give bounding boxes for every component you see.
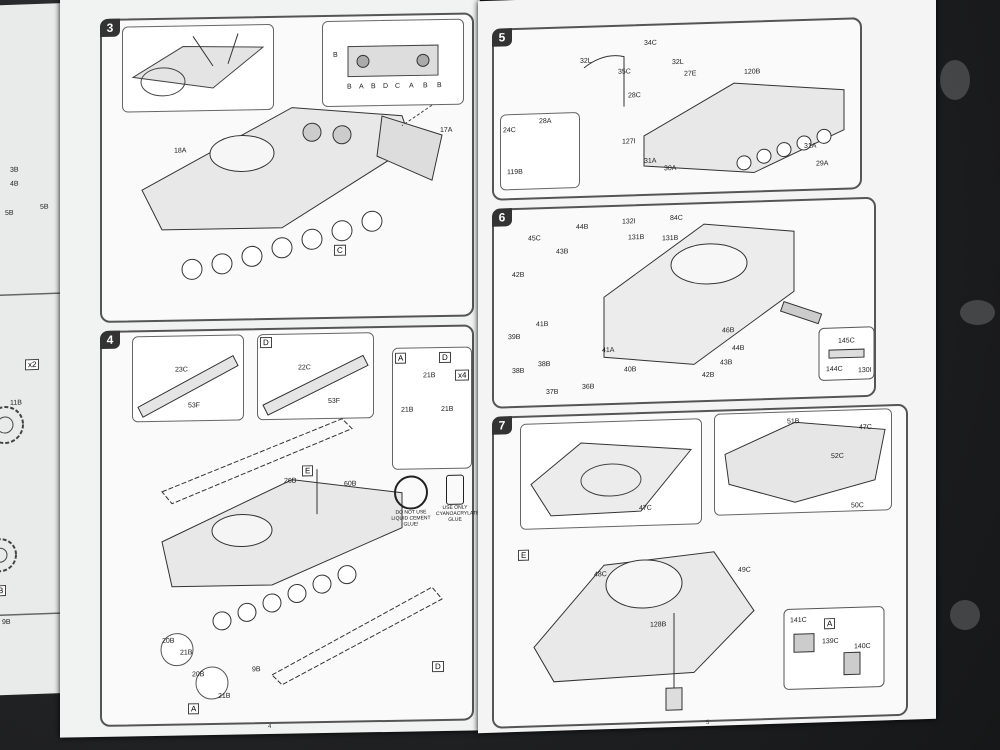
page-number: 4 bbox=[268, 723, 272, 731]
step-7-panel: 7 47C 51B 47C 52C 50C E bbox=[492, 403, 908, 729]
part-label: 145C bbox=[838, 337, 855, 345]
part-label: 26B bbox=[284, 477, 297, 485]
callout-tag: A bbox=[824, 617, 836, 630]
instruction-booklet: 3B 4B 5B 5B x2 11B B 9B 3 bbox=[0, 0, 936, 738]
step-6-panel: 6 45C 44B 43B 42B 132I 131B 131B 84C 39B… bbox=[492, 196, 876, 409]
part-label: 20B bbox=[162, 637, 175, 645]
callout-tag: E bbox=[302, 465, 314, 477]
side-skirt-drawing bbox=[262, 354, 369, 416]
part-label: 40B bbox=[624, 366, 637, 374]
rear-plate-callout: B B A B D C A B B bbox=[322, 18, 464, 108]
part-label: 131B bbox=[628, 233, 645, 242]
part-label: 34C bbox=[644, 39, 657, 47]
lower-turret-drawing bbox=[530, 442, 692, 517]
part-label: 41B bbox=[536, 320, 549, 329]
part-label: 32L bbox=[580, 57, 592, 65]
callout-tag: A bbox=[188, 703, 200, 715]
upper-hull-drawing bbox=[603, 223, 874, 381]
hull-detail-callout bbox=[122, 23, 274, 113]
part-label: 44B bbox=[732, 344, 745, 353]
part-label: 21B bbox=[218, 692, 231, 700]
instruction-page-left: 3 B B A B D C bbox=[60, 0, 480, 738]
part-label: 140C bbox=[854, 642, 871, 651]
part-label: 9B bbox=[252, 666, 261, 674]
instruction-page-right: 5 24C 28A 119B 32L 34C 35C 32L 27E 28C 1… bbox=[478, 0, 936, 734]
part-label: 41A bbox=[602, 346, 615, 355]
step-3-panel: 3 B B A B D C bbox=[100, 12, 474, 323]
part-label: 17A bbox=[440, 126, 453, 135]
part-label: 44B bbox=[576, 223, 589, 232]
part-label: 45C bbox=[528, 235, 541, 243]
step-5-panel: 5 24C 28A 119B 32L 34C 35C 32L 27E 28C 1… bbox=[492, 17, 862, 201]
hull-detail-drawing bbox=[131, 33, 265, 97]
part-label: 31A bbox=[804, 142, 817, 150]
page-number: 5 bbox=[706, 719, 710, 727]
part-label: 144C bbox=[826, 365, 843, 374]
turret-shell-callout: 51B 47C 52C 50C bbox=[714, 408, 892, 516]
part-label: 60B bbox=[344, 480, 357, 488]
part-label: 84C bbox=[670, 214, 683, 223]
part-label: 36B bbox=[582, 383, 595, 391]
no-liquid-cement-warning: DO NOT USE LIQUID CEMENT GLUE! bbox=[390, 475, 432, 528]
part-label: 21B bbox=[180, 649, 193, 657]
rear-hull-drawing bbox=[583, 55, 845, 174]
part-label: 46B bbox=[722, 327, 735, 335]
granite-speck bbox=[960, 300, 995, 325]
cyanoacrylate-glue-note: USE ONLY CYANOACRYLATE GLUE bbox=[436, 474, 479, 523]
granite-speck bbox=[940, 60, 970, 100]
part-label: 39B bbox=[508, 333, 521, 342]
part-label: 131B bbox=[662, 234, 679, 243]
part-label: 18A bbox=[174, 147, 187, 155]
part-label: 130I bbox=[858, 366, 872, 375]
callout-tag: D bbox=[432, 660, 444, 673]
warning-text: USE ONLY CYANOACRYLATE GLUE bbox=[436, 504, 480, 523]
part-label: 120B bbox=[744, 68, 761, 76]
part-label: 27E bbox=[684, 70, 697, 78]
lower-turret-callout: 47C bbox=[520, 418, 702, 530]
warning-text: DO NOT USE LIQUID CEMENT GLUE! bbox=[391, 509, 431, 528]
side-skirt-drawing bbox=[137, 354, 239, 418]
part-label: 42B bbox=[512, 271, 525, 280]
granite-speck bbox=[950, 600, 980, 630]
turret-assembly-drawing bbox=[533, 551, 885, 711]
part-label: 31A bbox=[644, 157, 657, 165]
part-label: 43B bbox=[556, 248, 569, 256]
part-label: 49C bbox=[738, 566, 751, 575]
rear-plate-drawing bbox=[347, 44, 439, 78]
part-label: 28C bbox=[628, 92, 641, 100]
part-label: 128B bbox=[650, 621, 667, 629]
glue-bottle-icon bbox=[446, 474, 464, 505]
callout-tag: C bbox=[334, 244, 346, 256]
hull-assembly-drawing bbox=[141, 104, 443, 280]
part-label: 38B bbox=[512, 367, 525, 376]
part-label: 139C bbox=[822, 637, 839, 646]
part-label: 43B bbox=[720, 359, 733, 367]
part-label: 132I bbox=[622, 218, 636, 226]
part-label: 38B bbox=[538, 360, 551, 369]
part-label: 20B bbox=[192, 671, 205, 679]
part-label: 35C bbox=[618, 68, 631, 76]
track-assembly-drawing bbox=[160, 418, 443, 700]
part-label: 141C bbox=[790, 616, 807, 625]
turret-shell-drawing bbox=[724, 421, 886, 503]
side-skirt-callout: 23C 53F bbox=[132, 334, 244, 423]
part-label: 37B bbox=[546, 388, 559, 397]
side-skirt-callout-d: D 22C 53F bbox=[257, 332, 374, 421]
part-label: 42B bbox=[702, 371, 715, 380]
part-label: 29A bbox=[816, 160, 829, 168]
part-label: 32L bbox=[672, 58, 684, 67]
part-label: 30A bbox=[664, 164, 677, 173]
part-label: 127I bbox=[622, 138, 636, 146]
step-4-panel: 4 23C 53F D 22C 53F A D x4 21B bbox=[100, 324, 479, 727]
part-label: 48C bbox=[594, 571, 607, 579]
no-glue-icon bbox=[394, 475, 428, 510]
